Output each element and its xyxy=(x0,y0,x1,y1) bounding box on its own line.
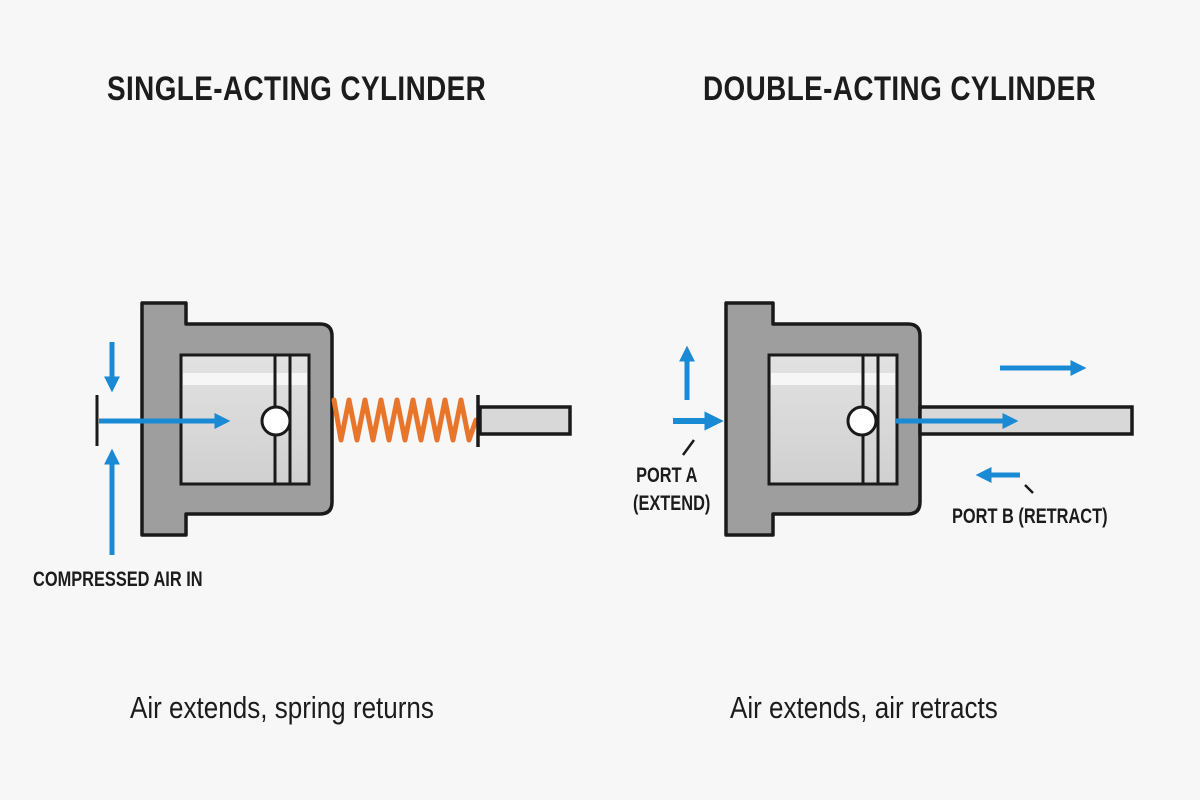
double-acting-title: DOUBLE-ACTING CYLINDER xyxy=(703,70,1097,108)
port-a-leader xyxy=(681,439,696,456)
single-acting-diagram xyxy=(95,301,572,555)
return-spring xyxy=(331,397,479,443)
piston-pin xyxy=(260,405,292,437)
bore-highlight xyxy=(771,373,895,385)
port-a-name: PORT A xyxy=(636,464,698,487)
double-acting-diagram xyxy=(673,301,1134,537)
double-acting-caption: Air extends, air retracts xyxy=(730,690,998,725)
single-acting-title: SINGLE-ACTING CYLINDER xyxy=(107,70,487,108)
single-acting-caption: Air extends, spring returns xyxy=(130,690,434,725)
port-a-function: (EXTEND) xyxy=(633,492,711,515)
compressed-air-in-label: COMPRESSED AIR IN xyxy=(33,568,203,591)
piston-pin xyxy=(846,405,878,437)
port-b-label: PORT B (RETRACT) xyxy=(952,505,1108,528)
piston-rod xyxy=(478,405,572,436)
port-a-label: PORT A (EXTEND) xyxy=(633,462,710,518)
port-b-leader xyxy=(1024,484,1034,494)
bore-highlight xyxy=(183,373,307,385)
